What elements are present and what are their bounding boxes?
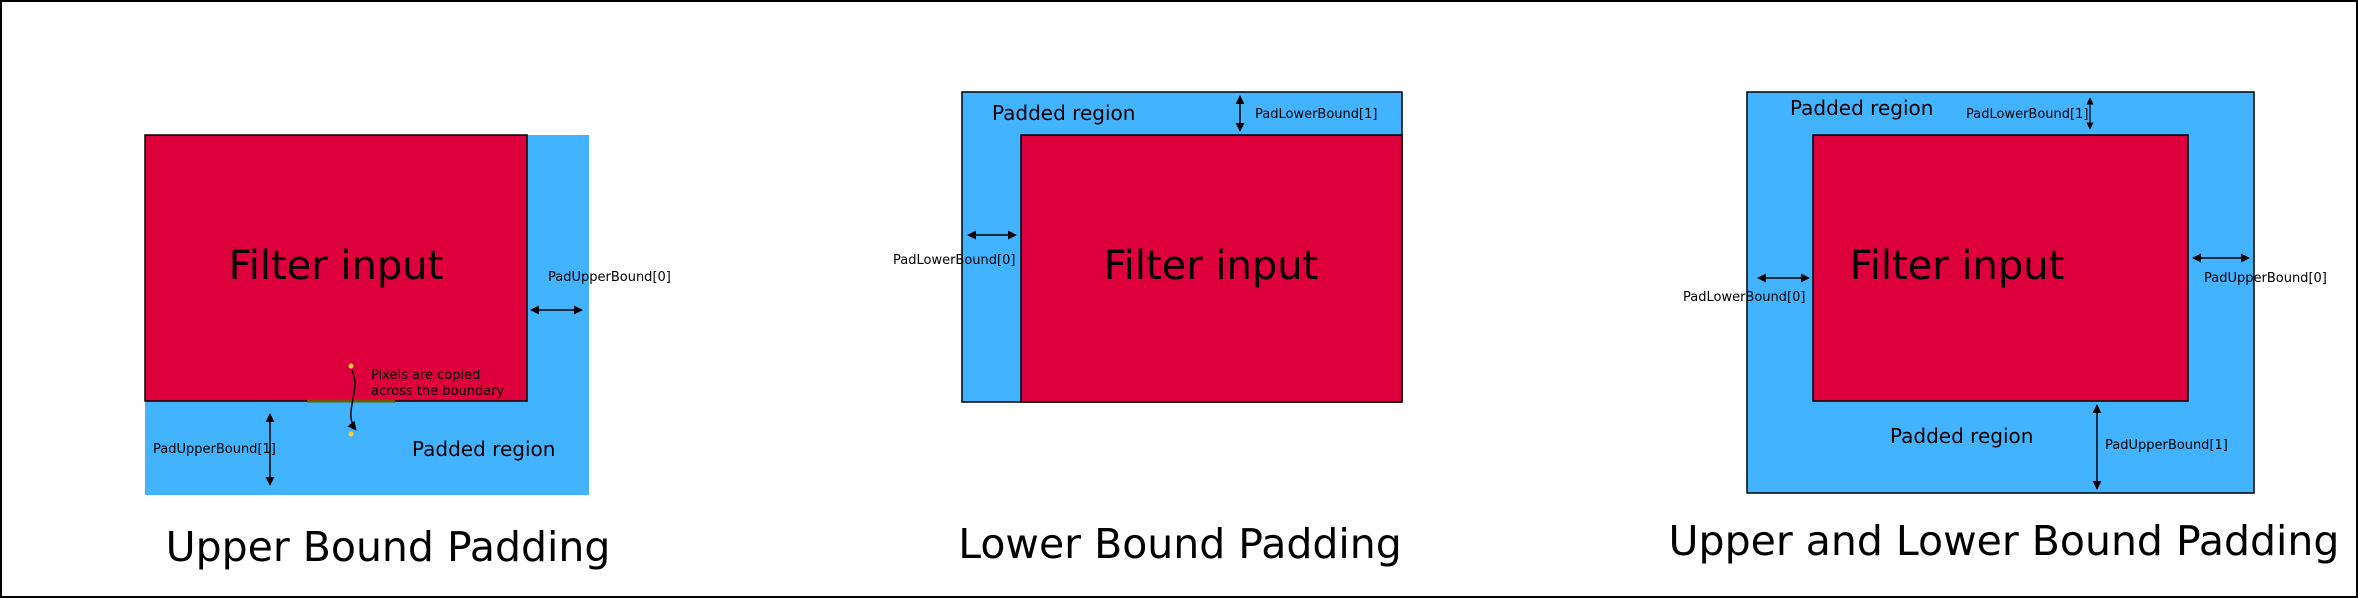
panel-lower-bound: Filter input Padded region PadLowerBound… (893, 91, 1403, 568)
filter-input-box (1812, 134, 2189, 402)
panel-title: Upper Bound Padding (166, 523, 611, 571)
padded-region-label-bottom: Padded region (1890, 424, 2033, 448)
pad-upper-1-label: PadUpperBound[1] (2105, 438, 2228, 453)
filter-input-box (144, 134, 528, 402)
filter-input-label: Filter input (1104, 243, 1319, 289)
pad-upper-0-label: PadUpperBound[0] (2204, 271, 2327, 286)
panel-title: Lower Bound Padding (958, 520, 1402, 568)
pad-upper-0-label: PadUpperBound[0] (548, 270, 671, 285)
pad-lower-0-label: PadLowerBound[0] (1683, 290, 1805, 305)
panel-upper-bound: Filter input Pixels are copied across th… (144, 134, 671, 571)
copy-arrow (347, 369, 357, 431)
filter-input-box (1020, 134, 1403, 403)
pad-lower-1-label: PadLowerBound[1] (1255, 107, 1377, 122)
copy-target-dot (348, 431, 354, 437)
panel-upper-and-lower-bound: Filter input Padded region Padded region… (1669, 91, 2340, 565)
padded-region-label: Padded region (992, 101, 1135, 125)
pad-upper-1-label: PadUpperBound[1] (153, 442, 276, 457)
copy-note-line2: across the boundary (371, 384, 505, 399)
pad-lower-1-label: PadLowerBound[1] (1966, 107, 2088, 122)
copy-note-line1: Pixels are copied (371, 368, 480, 383)
copy-source-dot (348, 363, 354, 369)
padded-region-label: Padded region (412, 437, 555, 461)
padded-region-label-top: Padded region (1790, 96, 1933, 120)
panel-title: Upper and Lower Bound Padding (1669, 517, 2340, 565)
filter-input-label: Filter input (229, 243, 444, 289)
pad-lower-0-label: PadLowerBound[0] (893, 253, 1015, 268)
filter-input-label: Filter input (1850, 243, 2065, 289)
